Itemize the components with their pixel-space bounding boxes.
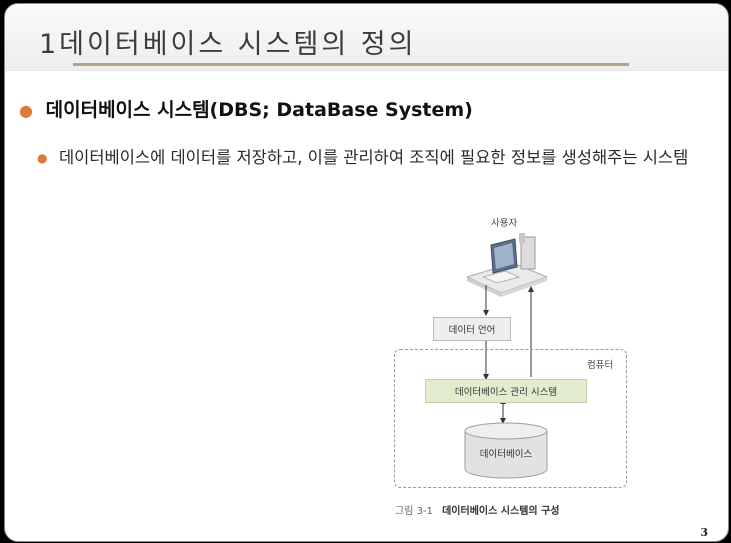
database-label: 데이터베이스 — [479, 449, 533, 460]
title-underline — [73, 63, 629, 66]
computer-user-icon — [465, 233, 549, 297]
computer-boundary — [394, 349, 627, 488]
dbms-box: 데이터베이스 관리 시스템 — [425, 379, 587, 403]
slide-title: 1데이터베이스 시스템의 정의 — [39, 29, 417, 60]
data-language-box: 데이터 언어 — [433, 317, 511, 341]
bullet-dbs: ● 데이터베이스 시스템(DBS; DataBase System) — [19, 95, 473, 122]
figure-number: 그림 3-1 — [395, 506, 433, 517]
bullet-definition-text: 데이터베이스에 데이터를 저장하고, 이를 관리하여 조직에 필요한 정보를 생… — [59, 148, 689, 167]
page-number: 3 — [700, 526, 708, 539]
bullet-definition: ● 데이터베이스에 데이터를 저장하고, 이를 관리하여 조직에 필요한 정보를… — [37, 144, 723, 172]
computer-label: 컴퓨터 — [587, 360, 614, 371]
figure-title: 데이터베이스 시스템의 구성 — [442, 506, 560, 517]
dbs-diagram: 사용자 데이터 언어 컴퓨터 데이터베이스 관리 시스템 — [389, 209, 629, 519]
slide: 1데이터베이스 시스템의 정의 ● 데이터베이스 시스템(DBS; DataBa… — [4, 3, 729, 542]
bullet-dbs-text: 데이터베이스 시스템(DBS; DataBase System) — [45, 99, 473, 121]
database-cylinder-icon — [464, 422, 548, 479]
user-label: 사용자 — [491, 218, 518, 229]
figure-caption: 그림 3-1 데이터베이스 시스템의 구성 — [395, 502, 559, 517]
sub-bullet-dot-icon: ● — [37, 151, 48, 165]
bullet-dot-icon: ● — [19, 101, 33, 120]
flow-arrows — [483, 285, 534, 424]
title-band: 1데이터베이스 시스템의 정의 — [5, 4, 728, 71]
